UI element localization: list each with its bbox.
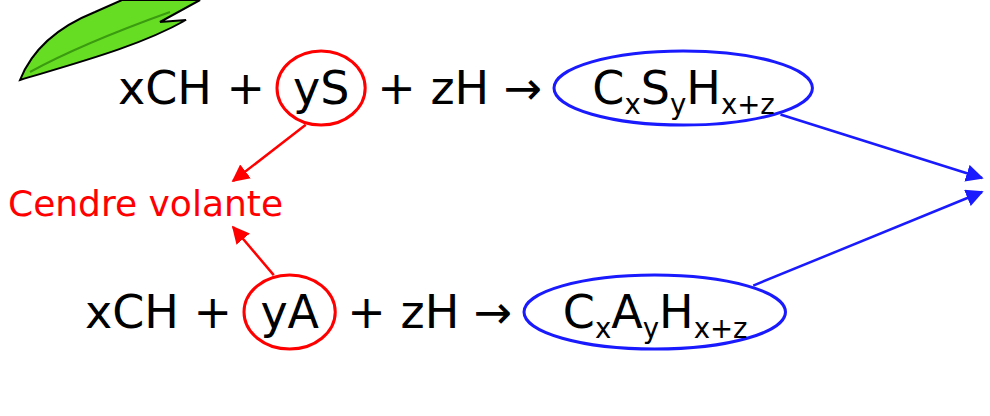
subscript: x+z	[721, 88, 775, 121]
outline-shape	[554, 51, 812, 125]
reactant-circle: yS	[275, 49, 367, 127]
outline-shape	[277, 51, 365, 125]
subscript: y	[643, 312, 659, 345]
formula-text: yS	[293, 61, 349, 115]
equation-term: + zH →	[377, 65, 542, 111]
equation-term: xCH +	[85, 289, 232, 335]
subscript: x	[624, 88, 640, 121]
pointer-arrow	[780, 114, 982, 178]
product-ellipse: CxAyHx+z	[522, 273, 787, 351]
product-ellipse: CxSyHx+z	[552, 49, 814, 127]
annotation-label: Cendre volante	[8, 186, 283, 222]
reactant-circle: yA	[242, 273, 337, 351]
subscript: y	[670, 88, 686, 121]
formula-text: yA	[260, 285, 319, 339]
formula-text: A	[611, 285, 642, 339]
leaf-vein	[30, 12, 170, 72]
formula: CxAyHx+z	[563, 289, 748, 335]
formula: yA	[260, 289, 319, 335]
formula: CxSyHx+z	[592, 65, 775, 111]
formula-text: H	[659, 285, 694, 339]
outline-shape	[524, 275, 785, 349]
outline-shape	[244, 275, 335, 349]
pointer-arrow	[233, 125, 306, 181]
formula-text: C	[592, 61, 624, 115]
formula-text: H	[686, 61, 721, 115]
equation-term: xCH +	[118, 65, 265, 111]
formula-text: C	[563, 285, 595, 339]
pointer-arrow	[233, 227, 274, 275]
pointer-arrow	[753, 192, 982, 286]
equation-term: + zH →	[347, 289, 512, 335]
formula-text: S	[641, 61, 670, 115]
subscript: x+z	[694, 312, 748, 345]
formula: yS	[293, 65, 349, 111]
subscript: x	[595, 312, 611, 345]
